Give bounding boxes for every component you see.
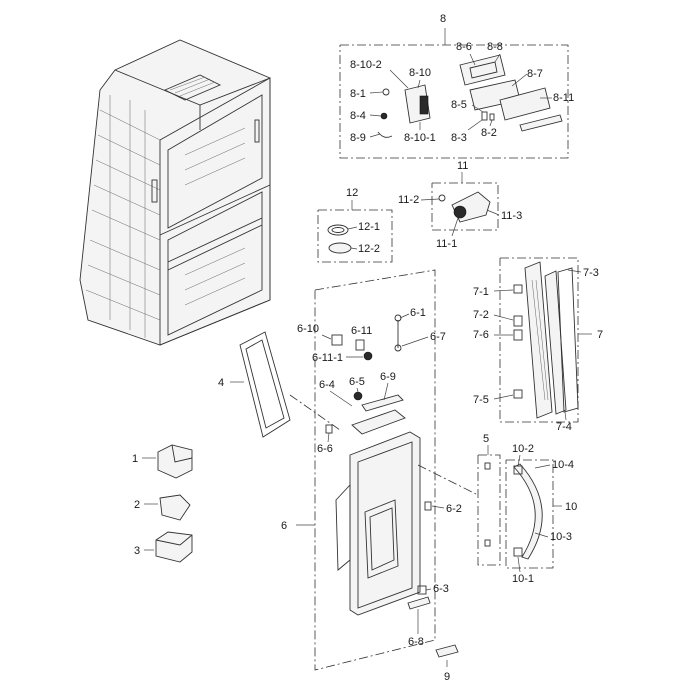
label-7-1: 7-1: [473, 286, 489, 298]
label-6-2: 6-2: [446, 503, 462, 515]
group-11-ice-bucket-auger: 11 11-2 11-3 11-1: [398, 160, 522, 250]
label-8-2: 8-2: [481, 127, 497, 139]
label-7-6: 7-6: [473, 329, 489, 341]
group-7-door-frame: 7 7-1 7-3 7-2 7-6 7-5 7-4: [473, 257, 603, 433]
part-4-door-gasket: 4: [218, 331, 291, 438]
group-10-door-handle: 10 10-2 10-4 10-3 10-1: [505, 443, 577, 585]
label-10: 10: [565, 501, 577, 513]
label-6-11: 6-11: [351, 325, 372, 337]
label-2: 2: [134, 499, 140, 511]
label-8-9: 8-9: [350, 132, 366, 144]
group-8-ice-maker-assembly: 8 8-6 8-8 8-10-2 8-10 8-7 8-1 8-11 8-5: [339, 13, 574, 159]
label-8-10-2: 8-10-2: [350, 59, 382, 71]
label-12-2: 12-2: [358, 243, 380, 255]
label-6-7: 6-7: [430, 331, 446, 343]
label-10-3: 10-3: [550, 531, 572, 543]
label-11: 11: [457, 160, 468, 172]
label-7-4: 7-4: [556, 421, 572, 433]
label-8: 8: [440, 13, 446, 25]
label-8-10-1: 8-10-1: [404, 132, 436, 144]
label-11-3: 11-3: [501, 210, 522, 222]
label-6-3: 6-3: [433, 583, 449, 595]
label-12-1: 12-1: [358, 221, 380, 233]
label-12: 12: [346, 187, 358, 199]
part-9-dispenser-cover: 9: [435, 644, 459, 683]
label-4: 4: [218, 377, 224, 389]
label-6-5: 6-5: [349, 376, 365, 388]
label-8-11: 8-11: [553, 92, 574, 104]
label-3: 3: [134, 545, 140, 557]
label-6-10: 6-10: [297, 323, 319, 335]
label-10-1: 10-1: [512, 573, 534, 585]
label-11-2: 11-2: [398, 194, 419, 206]
part-1-door-bin: 1: [132, 444, 193, 479]
label-8-6: 8-6: [456, 41, 472, 53]
label-5: 5: [483, 433, 489, 445]
group-5-handle-bracket: 5: [477, 433, 501, 566]
label-7-5: 7-5: [473, 394, 489, 406]
group-6-door-assembly: 6 6-1 6-10 6-11 6-7 6-11-1 6-9 6-5: [281, 269, 479, 671]
label-7: 7: [597, 329, 603, 341]
label-6-8: 6-8: [408, 636, 424, 648]
label-6-4: 6-4: [319, 379, 335, 391]
label-8-1: 8-1: [350, 88, 366, 100]
label-1: 1: [132, 453, 138, 465]
label-8-4: 8-4: [350, 110, 366, 122]
label-8-8: 8-8: [487, 41, 503, 53]
label-6-11-1: 6-11-1: [312, 352, 343, 364]
label-11-1: 11-1: [436, 238, 457, 250]
label-7-3: 7-3: [583, 267, 599, 279]
label-9: 9: [444, 671, 450, 683]
label-8-5: 8-5: [451, 99, 467, 111]
part-3-door-bin: 3: [134, 531, 193, 563]
label-7-2: 7-2: [473, 309, 489, 321]
group-12-gaskets: 12 12-1 12-2: [317, 187, 393, 263]
label-6: 6: [281, 520, 287, 532]
label-6-6: 6-6: [317, 443, 333, 455]
label-8-3: 8-3: [451, 132, 467, 144]
label-8-10: 8-10: [409, 67, 431, 79]
label-10-2: 10-2: [512, 443, 534, 455]
label-10-4: 10-4: [552, 459, 574, 471]
part-2-door-bin: 2: [134, 494, 191, 521]
label-8-7: 8-7: [527, 68, 543, 80]
refrigerator-cabinet: [79, 39, 271, 346]
label-6-1: 6-1: [410, 307, 426, 319]
label-6-9: 6-9: [380, 371, 396, 383]
